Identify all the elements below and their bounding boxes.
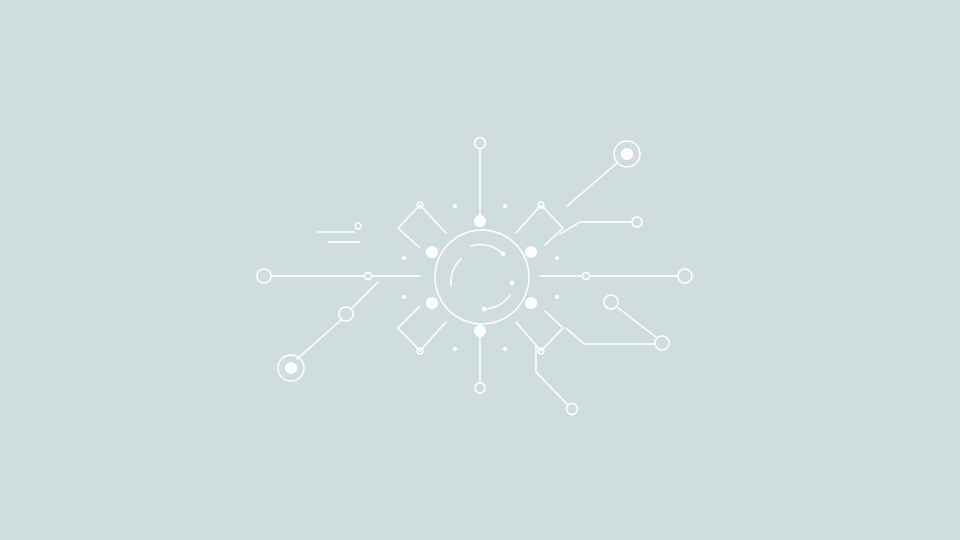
right-target-outer: [613, 140, 641, 168]
left-target-core: [285, 362, 297, 374]
bottom-terminal: [474, 382, 486, 394]
left-circuits: [256, 222, 421, 382]
left-target-outer: [277, 354, 305, 382]
vertical-spokes: [473, 136, 487, 394]
left-terminal: [256, 268, 272, 284]
hub-node-upper-right: [525, 246, 537, 258]
top-terminal: [473, 136, 487, 150]
hub-arrow-head: [500, 251, 506, 257]
hub-node-upper-left: [426, 246, 438, 258]
right-circuits: [535, 140, 693, 416]
hub-nodes: [426, 215, 537, 337]
right-terminal: [677, 268, 693, 284]
diamond-brackets: [397, 201, 564, 355]
hub-rotate-arrow-top: [470, 243, 503, 254]
right-target-core: [621, 148, 633, 160]
central-hub: [434, 229, 530, 325]
hub-arrow-head: [509, 280, 515, 286]
hub-rotate-arrow-left: [450, 258, 462, 287]
hub-node-lower-right: [525, 297, 537, 309]
hub-node-top: [474, 215, 486, 227]
hub-arrow-head: [481, 306, 487, 312]
hub-rotate-arrow-bottom: [483, 294, 511, 310]
hub-node-bottom: [474, 325, 486, 337]
hub-node-lower-left: [426, 297, 438, 309]
scatter-dots: [402, 204, 559, 351]
hub-ring: [434, 229, 530, 325]
